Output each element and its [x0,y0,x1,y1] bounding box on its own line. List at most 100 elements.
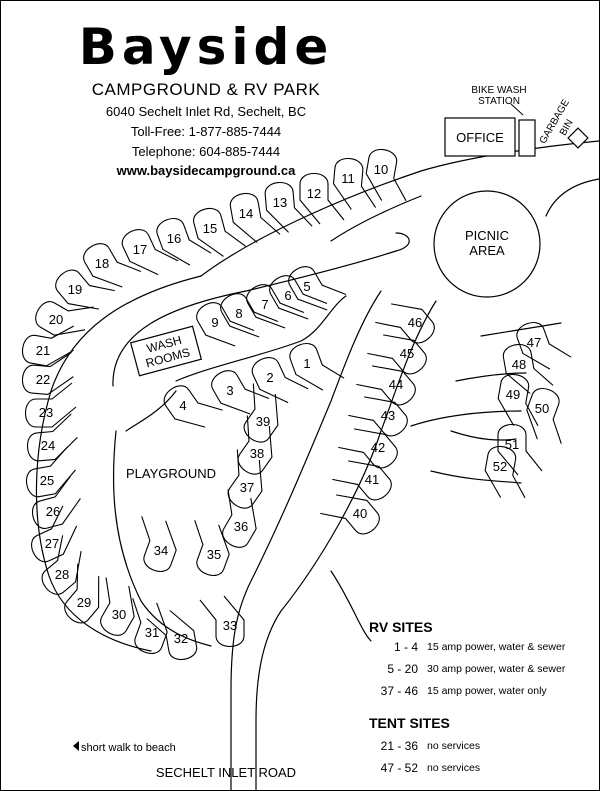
campsite-number-30[interactable]: 30 [112,607,126,622]
picnic-area [433,190,541,298]
road-to-south [330,570,372,642]
legend-description: 15 amp power, water & sewer [427,641,566,653]
campsite-number-49[interactable]: 49 [506,387,520,402]
campsite-pad-9 [196,302,255,347]
campsite-number-34[interactable]: 34 [154,543,168,558]
campsite-number-23[interactable]: 23 [39,405,53,420]
campsite-number-31[interactable]: 31 [145,625,159,640]
campsite-number-38[interactable]: 38 [250,446,264,461]
campsite-number-25[interactable]: 25 [40,473,54,488]
campsite-pad-39 [243,383,279,443]
central-drive [175,295,347,382]
legend-description: 30 amp power, water & sewer [427,663,566,675]
campsite-number-22[interactable]: 22 [36,372,50,387]
campsite-number-48[interactable]: 48 [512,357,526,372]
campsite-number-29[interactable]: 29 [77,595,91,610]
campsite-number-1[interactable]: 1 [303,356,310,371]
campsite-number-27[interactable]: 27 [45,536,59,551]
campsite-pad-28 [41,535,82,595]
address-text: 6040 Sechelt Inlet Rd, Sechelt, BC [105,104,307,119]
east-spur-north-edge [480,322,562,337]
campsite-number-46[interactable]: 46 [408,315,422,330]
campsite-pad-6 [269,275,328,320]
campsite-pad-45 [367,334,427,375]
campsite-number-39[interactable]: 39 [256,414,270,429]
campsite-pad-27 [31,505,78,563]
campsite-pad-30 [100,577,135,636]
campsite-number-17[interactable]: 17 [133,242,147,257]
campsite-number-13[interactable]: 13 [273,195,287,210]
campsite-number-16[interactable]: 16 [167,231,181,246]
campsite-number-18[interactable]: 18 [95,256,109,271]
campsite-number-42[interactable]: 42 [371,440,385,455]
playground-inner-edge [125,390,177,432]
picnic-label-1: PICNIC [465,228,509,243]
campsite-number-36[interactable]: 36 [234,519,248,534]
campsite-number-11[interactable]: 11 [341,171,355,186]
campsite-number-10[interactable]: 10 [374,162,388,177]
campsite-number-43[interactable]: 43 [381,408,395,423]
campsite-pad-17 [121,229,179,276]
campsite-number-7[interactable]: 7 [261,297,268,312]
wash-rooms-building: WASH ROOMS [129,325,203,377]
campsite-number-5[interactable]: 5 [303,279,310,294]
campsite-number-32[interactable]: 32 [174,631,188,646]
campsite-number-40[interactable]: 40 [353,506,367,521]
campsite-number-26[interactable]: 26 [46,504,60,519]
campsite-pad-1 [289,343,345,391]
campsite-number-4[interactable]: 4 [179,398,186,413]
campsite-number-41[interactable]: 41 [365,472,379,487]
campsite-number-19[interactable]: 19 [68,282,82,297]
campsite-pad-31 [132,598,168,654]
legend-description: no services [427,762,481,774]
bike-wash-label-1: BIKE WASH [471,85,526,96]
campsite-number-33[interactable]: 33 [223,618,237,633]
campsite-number-28[interactable]: 28 [55,567,69,582]
bike-wash-label-2: STATION [478,96,520,107]
campsite-number-50[interactable]: 50 [535,401,549,416]
campsite-pad-52 [484,446,526,499]
campsite-number-20[interactable]: 20 [49,312,63,327]
rv-sites-heading: RV SITES [369,619,433,635]
campsite-pad-20 [35,301,94,336]
campsite-pad-51 [497,423,543,476]
entrance-road-north-edge [200,140,599,277]
campsite-number-6[interactable]: 6 [284,288,291,303]
campsite-number-44[interactable]: 44 [389,377,403,392]
campsite-number-45[interactable]: 45 [400,346,414,361]
campsite-number-24[interactable]: 24 [41,438,55,453]
campsite-number-14[interactable]: 14 [239,206,253,221]
campsite-number-8[interactable]: 8 [235,306,242,321]
legend-range: 5 - 20 [387,662,418,676]
office-building [444,117,516,157]
east-road-west-edge [230,290,382,790]
garbage-bin [567,127,589,149]
campsite-pad-41 [332,460,392,501]
campsite-pad-50 [526,388,562,444]
office-label: OFFICE [456,130,504,145]
campsite-number-2[interactable]: 2 [266,370,273,385]
campsite-pad-46 [375,303,435,344]
campsite-number-21[interactable]: 21 [36,343,50,358]
campsite-number-9[interactable]: 9 [211,315,218,330]
campsite-number-47[interactable]: 47 [527,335,541,350]
campsite-number-52[interactable]: 52 [493,459,507,474]
road-name: SECHELT INLET ROAD [156,765,296,780]
legend-description: no services [427,740,481,752]
campsite-pad-3 [211,370,270,415]
campsite-number-51[interactable]: 51 [505,437,519,452]
campground-subtitle: CAMPGROUND & RV PARK [91,80,321,99]
campsite-pad-24 [27,413,78,462]
website-link[interactable]: www.baysidecampground.ca [116,163,296,178]
campsite-pad-34 [141,516,177,572]
campsite-number-35[interactable]: 35 [207,547,221,562]
campsite-number-3[interactable]: 3 [226,383,233,398]
campsite-pad-13 [264,182,313,233]
campsite-number-37[interactable]: 37 [240,480,254,495]
campsite-number-12[interactable]: 12 [307,186,321,201]
campsite-number-15[interactable]: 15 [203,221,217,236]
legend-range: 1 - 4 [393,640,418,654]
campsite-pad-4 [163,385,223,428]
